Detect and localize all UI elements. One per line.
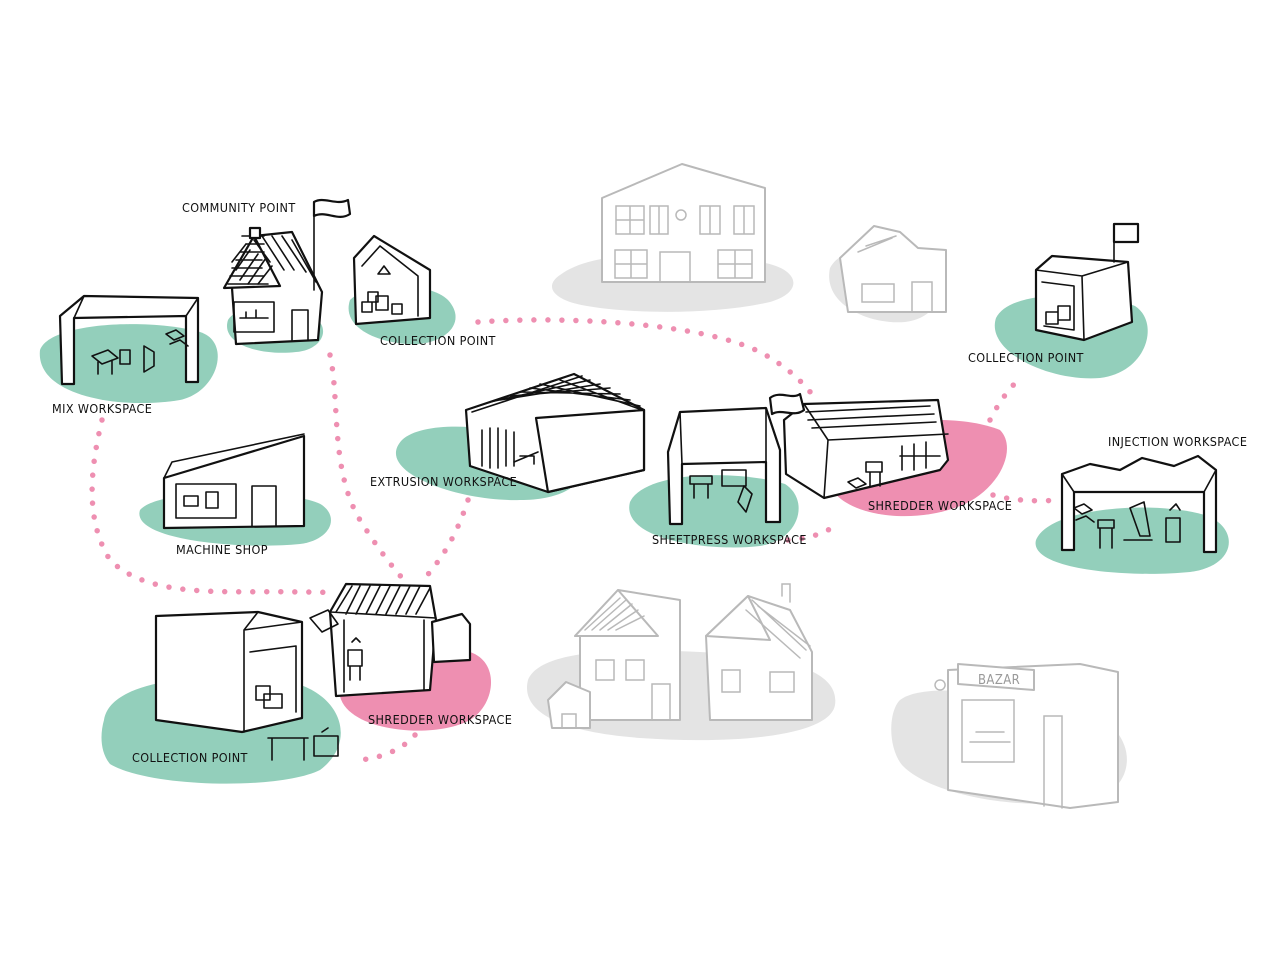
- collection-point-right: COLLECTION POINT: [968, 222, 1148, 379]
- ghost-bazar-building: BAZAR: [891, 663, 1127, 809]
- label-collection-point-right: COLLECTION POINT: [968, 350, 1084, 365]
- shredder-workspace-bottom: SHREDDER WORKSPACE: [309, 582, 512, 731]
- path-community-down: [327, 352, 411, 588]
- path-extrusion-to-shredder: [422, 497, 471, 581]
- machine-shop: MACHINE SHOP: [139, 433, 331, 557]
- label-machine-shop: MACHINE SHOP: [176, 542, 268, 557]
- sheetpress-workspace: SHEETPRESS WORKSPACE: [629, 406, 807, 548]
- extrusion-workspace: EXTRUSION WORKSPACE: [370, 372, 646, 501]
- path-mix-to-collection: [89, 417, 338, 597]
- path-shredder-to-collection-right: [987, 375, 1023, 423]
- ghost-shop-building: [829, 225, 947, 323]
- label-collection-point-top: COLLECTION POINT: [380, 333, 496, 348]
- collection-point-bottom: COLLECTION POINT: [101, 610, 341, 784]
- label-injection-workspace: INJECTION WORKSPACE: [1108, 434, 1247, 449]
- shredder-workspace-center: SHREDDER WORKSPACE: [768, 392, 1012, 517]
- recycle-icon: [377, 265, 391, 275]
- dotted-paths: [89, 317, 1061, 763]
- ghost-houses: [526, 583, 836, 741]
- injection-machine-icon: [1123, 501, 1153, 541]
- community-point: COMMUNITY POINT: [182, 198, 352, 353]
- recycle-flag-icon: [1112, 222, 1140, 244]
- ghost-school-building: [551, 163, 794, 312]
- collection-point-top: COLLECTION POINT: [348, 234, 496, 348]
- table-icon: [267, 737, 309, 761]
- flag-icon: [312, 198, 352, 218]
- label-mix-workspace: MIX WORKSPACE: [52, 401, 152, 416]
- label-extrusion-workspace: EXTRUSION WORKSPACE: [370, 474, 517, 489]
- label-shredder-workspace-center: SHREDDER WORKSPACE: [868, 498, 1012, 513]
- path-collection-to-shredder-center: [475, 317, 818, 401]
- shredder-machine-icon: [865, 461, 883, 487]
- injection-workspace: INJECTION WORKSPACE: [1035, 434, 1247, 574]
- label-collection-point-bottom: COLLECTION POINT: [132, 750, 248, 765]
- mix-workspace: MIX WORKSPACE: [39, 294, 218, 416]
- label-shredder-workspace-bottom: SHREDDER WORKSPACE: [368, 712, 512, 727]
- flag-icon: [768, 392, 806, 416]
- label-community-point: COMMUNITY POINT: [182, 200, 296, 215]
- path-shredder-to-collection: [357, 732, 418, 763]
- bazar-sign-text: BAZAR: [978, 673, 1020, 688]
- label-sheetpress-workspace: SHEETPRESS WORKSPACE: [652, 532, 807, 547]
